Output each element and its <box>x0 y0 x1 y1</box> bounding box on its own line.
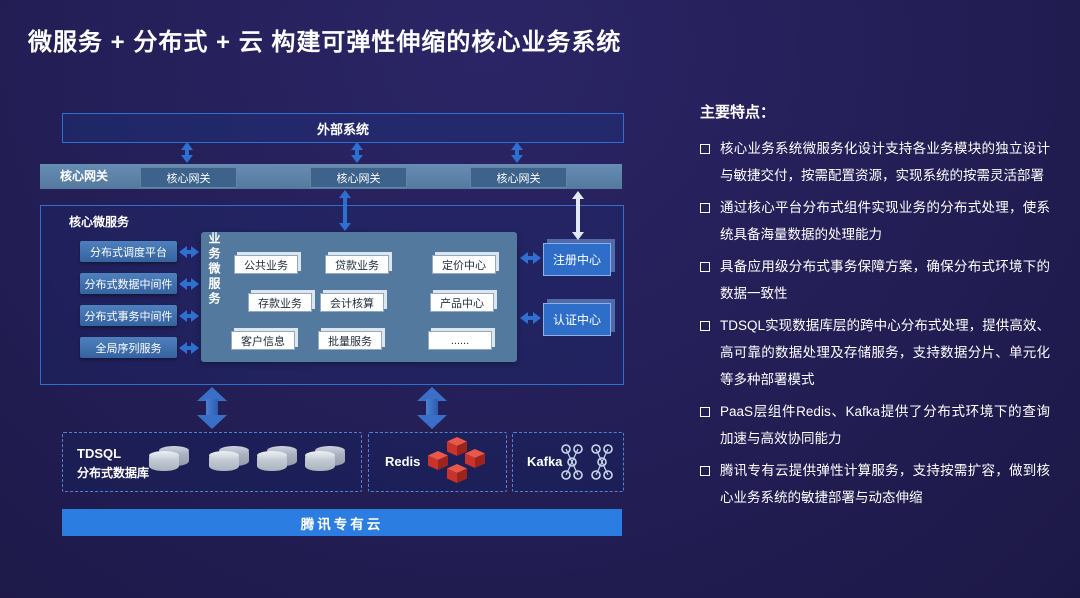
middleware-box: 分布式调度平台 <box>80 241 177 262</box>
feature-item: 核心业务系统微服务化设计支持各业务模块的独立设计与敏捷交付，按需配置资源，实现系… <box>700 135 1050 189</box>
double-arrow-horizontal-icon <box>179 310 199 322</box>
service-box: 贷款业务 <box>325 255 389 274</box>
feature-item: PaaS层组件Redis、Kafka提供了分布式环境下的查询加速与高效协同能力 <box>700 398 1050 452</box>
arrow-stem <box>185 148 189 157</box>
double-arrow-vertical-icon <box>511 142 523 163</box>
middleware-box: 全局序列服务 <box>80 337 177 358</box>
features-heading: 主要特点： <box>700 104 776 121</box>
feature-item: 具备应用级分布式事务保障方案，确保分布式环境下的数据一致性 <box>700 253 1050 307</box>
auth-center-box: 认证中心 <box>543 303 611 336</box>
external-system-label: 外部系统 <box>316 121 369 137</box>
double-arrow-vertical-icon <box>181 142 193 163</box>
feature-text: 核心业务系统微服务化设计支持各业务模块的独立设计与敏捷交付，按需配置资源，实现系… <box>720 141 1050 183</box>
service-box: 存款业务 <box>248 293 312 312</box>
service-box: 客户信息 <box>231 331 295 350</box>
tdsql-label-group: TDSQL 分布式数据库 <box>77 444 149 481</box>
arrow-stem <box>343 196 347 225</box>
kafka-cluster-icon <box>591 444 613 480</box>
arrow-stem <box>576 197 580 234</box>
double-arrow-horizontal-icon <box>520 312 541 324</box>
registry-center-box: 注册中心 <box>543 243 611 276</box>
feature-text: TDSQL实现数据库层的跨中心分布式处理，提供高效、高可靠的数据处理及存储服务，… <box>720 318 1050 387</box>
arrow-stem <box>526 256 535 260</box>
kafka-cluster-icon <box>561 444 583 480</box>
feature-text: 具备应用级分布式事务保障方案，确保分布式环境下的数据一致性 <box>720 259 1050 301</box>
cylinder-front <box>305 451 335 471</box>
arrow-stem <box>426 399 438 417</box>
big-double-arrow-icon <box>417 387 447 429</box>
core-microservices-label: 核心微服务 <box>69 215 130 229</box>
bullet-square-icon <box>700 407 710 417</box>
redis-box: Redis <box>368 432 507 492</box>
service-box: 批量服务 <box>318 331 382 350</box>
feature-text: PaaS层组件Redis、Kafka提供了分布式环境下的查询加速与高效协同能力 <box>720 404 1050 446</box>
bullet-square-icon <box>700 203 710 213</box>
bullet-square-icon <box>700 321 710 331</box>
page-title: 微服务 + 分布式 + 云 构建可弹性伸缩的核心业务系统 <box>28 29 622 56</box>
double-arrow-vertical-icon <box>339 190 351 231</box>
arrow-stem <box>515 148 519 157</box>
bullet-square-icon <box>700 466 710 476</box>
tdsql-box: TDSQL 分布式数据库 <box>62 432 362 492</box>
service-box: 公共业务 <box>234 255 298 274</box>
redis-label: Redis <box>385 454 421 469</box>
feature-item: 通过核心平台分布式组件实现业务的分布式处理，使系统具备海量数据的处理能力 <box>700 194 1050 248</box>
arrow-stem <box>185 314 193 318</box>
gateway-node: 核心网关 <box>140 167 237 188</box>
cylinder-front <box>257 451 287 471</box>
bullet-square-icon <box>700 144 710 154</box>
external-system-box: 外部系统 <box>62 113 624 143</box>
kafka-label: Kafka <box>527 454 563 469</box>
middleware-box: 分布式事务中间件 <box>80 305 177 326</box>
database-cylinder-icon <box>149 446 191 477</box>
features-panel: 主要特点： 核心业务系统微服务化设计支持各业务模块的独立设计与敏捷交付，按需配置… <box>700 101 1050 516</box>
service-box: ...... <box>428 331 492 350</box>
gateway-node: 核心网关 <box>470 167 567 188</box>
bullet-square-icon <box>700 262 710 272</box>
double-arrow-horizontal-icon <box>520 252 541 264</box>
feature-text: 通过核心平台分布式组件实现业务的分布式处理，使系统具备海量数据的处理能力 <box>720 200 1050 242</box>
double-arrow-horizontal-icon <box>179 278 199 290</box>
cylinder-front <box>209 451 239 471</box>
arrow-stem <box>185 250 193 254</box>
business-services-label: 业务微服务 <box>207 232 221 307</box>
arrow-stem <box>185 346 193 350</box>
service-box: 产品中心 <box>430 293 494 312</box>
arrow-stem <box>355 148 359 157</box>
database-cylinder-icon <box>209 446 251 477</box>
cloud-bar: 腾讯专有云 <box>62 509 622 536</box>
kafka-box: Kafka <box>512 432 624 492</box>
arrow-stem <box>185 282 193 286</box>
service-box: 会计核算 <box>320 293 384 312</box>
redis-cubes-icon <box>428 437 485 483</box>
gateway-band: 核心网关 核心网关 核心网关 核心网关 <box>40 164 622 189</box>
gateway-node: 核心网关 <box>310 167 407 188</box>
feature-item: TDSQL实现数据库层的跨中心分布式处理，提供高效、高可靠的数据处理及存储服务，… <box>700 312 1050 393</box>
business-services-panel: 业务微服务 公共业务 贷款业务 定价中心 存款业务 会计核算 产品中心 客户信息… <box>201 232 517 362</box>
arrow-stem <box>526 316 535 320</box>
middleware-box: 分布式数据中间件 <box>80 273 177 294</box>
feature-item: 腾讯专有云提供弹性计算服务，支持按需扩容，做到核心业务系统的敏捷部署与动态伸缩 <box>700 457 1050 511</box>
arrow-stem <box>206 399 218 417</box>
double-arrow-vertical-white-icon <box>572 191 584 240</box>
feature-text: 腾讯专有云提供弹性计算服务，支持按需扩容，做到核心业务系统的敏捷部署与动态伸缩 <box>720 463 1050 505</box>
tdsql-name: TDSQL <box>77 445 122 461</box>
double-arrow-horizontal-icon <box>179 342 199 354</box>
big-double-arrow-icon <box>197 387 227 429</box>
double-arrow-horizontal-icon <box>179 246 199 258</box>
database-cylinder-icon <box>305 446 347 477</box>
cylinder-front <box>149 451 179 471</box>
double-arrow-vertical-icon <box>351 142 363 163</box>
service-box: 定价中心 <box>432 255 496 274</box>
tdsql-desc: 分布式数据库 <box>77 465 150 480</box>
gateway-band-label: 核心网关 <box>60 169 109 183</box>
database-cylinder-icon <box>257 446 299 477</box>
